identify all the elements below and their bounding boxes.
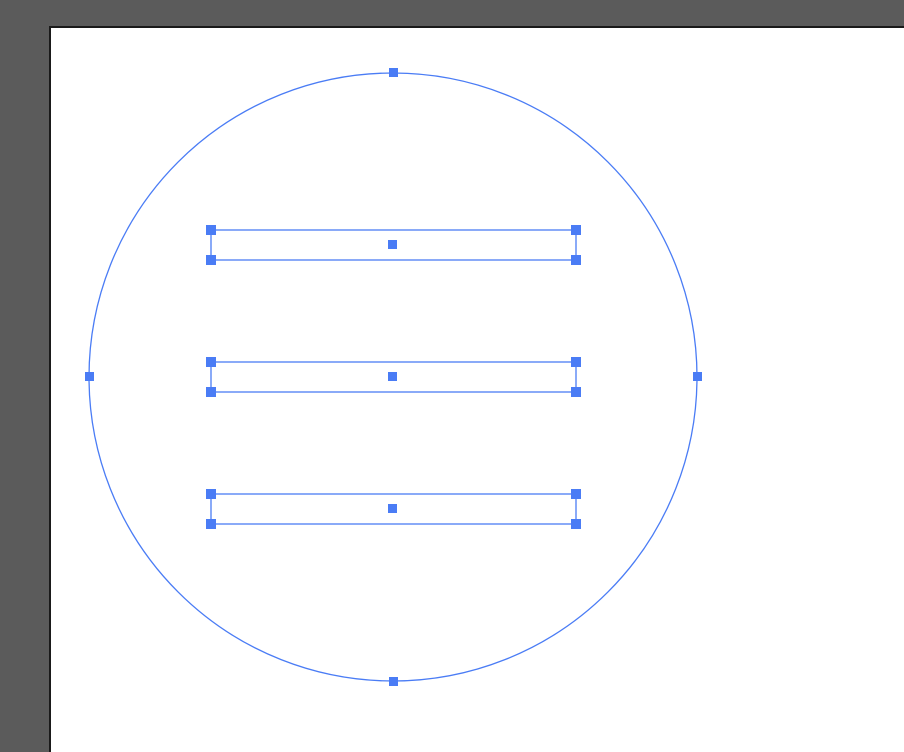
bottom-bar-object[interactable]	[206, 489, 581, 529]
corner-handle[interactable]	[206, 357, 216, 367]
bottom-bar-rect[interactable]	[210, 493, 577, 525]
anchor-point-left[interactable]	[85, 372, 94, 381]
center-point[interactable]	[388, 240, 397, 249]
corner-handle[interactable]	[571, 357, 581, 367]
circle-object[interactable]	[85, 68, 702, 686]
top-bar-rect[interactable]	[210, 229, 577, 261]
anchor-point-bottom[interactable]	[389, 677, 398, 686]
top-bar-object[interactable]	[206, 225, 581, 265]
corner-handle[interactable]	[571, 519, 581, 529]
middle-bar-object[interactable]	[206, 357, 581, 397]
corner-handle[interactable]	[571, 489, 581, 499]
corner-handle[interactable]	[206, 225, 216, 235]
artboard[interactable]	[49, 26, 904, 752]
corner-handle[interactable]	[571, 387, 581, 397]
center-point[interactable]	[388, 504, 397, 513]
corner-handle[interactable]	[206, 255, 216, 265]
middle-bar-rect[interactable]	[210, 361, 577, 393]
corner-handle[interactable]	[206, 489, 216, 499]
anchor-point-right[interactable]	[693, 372, 702, 381]
corner-handle[interactable]	[206, 519, 216, 529]
corner-handle[interactable]	[206, 387, 216, 397]
center-point[interactable]	[388, 372, 397, 381]
corner-handle[interactable]	[571, 255, 581, 265]
anchor-point-top[interactable]	[389, 68, 398, 77]
corner-handle[interactable]	[571, 225, 581, 235]
